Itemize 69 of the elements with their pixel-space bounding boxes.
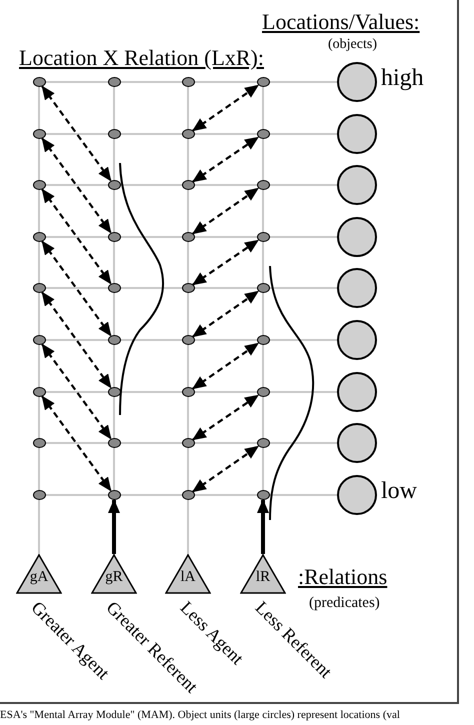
location-unit [182,232,194,242]
relation-triangle [240,554,286,594]
arrow [192,187,259,235]
arrow [41,138,112,234]
location-unit [32,283,46,293]
location-unit [256,335,270,345]
arrow [192,445,259,493]
location-unit [108,387,120,397]
arrow [41,188,112,284]
arrow [41,344,112,440]
location-unit [108,129,120,139]
location-unit [182,77,194,87]
arrow [192,136,259,183]
heading-text: :Relations [298,563,388,590]
arrow [41,292,112,388]
location-unit [32,77,46,87]
heading-text: Locations/Values: [262,8,420,36]
arrow [192,394,259,441]
location-unit [182,129,194,139]
arrow [192,342,259,390]
location-unit [256,387,270,397]
location-unit [32,232,46,242]
triangle-label: lA [180,570,196,585]
arrow [192,239,259,286]
location-unit [32,490,46,500]
value-label: low [381,479,417,503]
caption-text: ESA's "Mental Array Module" (MAM). Object units (large circles) represent locations (val [0,710,400,721]
location-unit [256,129,270,139]
triangle-label: gA [28,570,50,585]
location-unit [108,438,120,448]
location-unit [256,180,270,190]
heading-text: Location X Relation (LxR): [19,44,264,72]
heading-text: (objects) [328,36,377,54]
location-unit [182,387,194,397]
relation-triangle [165,554,211,594]
location-unit [256,77,270,87]
arrow [41,240,112,336]
location-unit [256,490,270,500]
location-unit [108,490,120,500]
location-unit [108,335,120,345]
location-unit [32,129,46,139]
location-unit [32,438,46,448]
arrow [257,499,269,554]
location-unit [256,283,270,293]
relation-triangle [91,554,137,594]
location-unit [108,232,120,242]
location-unit [182,283,194,293]
arrow [192,84,259,132]
location-unit [182,335,194,345]
location-unit [32,387,46,397]
arrow [41,396,112,492]
location-unit [256,438,270,448]
arrow [108,499,120,554]
location-unit [256,232,270,242]
relation-triangle [16,554,62,594]
location-unit [108,180,120,190]
location-unit [182,438,194,448]
location-unit [182,180,194,190]
heading-text: (predicates) [309,594,380,613]
arrow [41,86,112,182]
location-unit [32,180,46,190]
arrow [192,290,259,338]
location-unit [32,335,46,345]
value-label: high [381,66,424,90]
triangle-label: gR [104,570,124,585]
location-unit [108,77,120,87]
triangle-label: lR [254,570,272,585]
location-unit [108,283,120,293]
location-unit [182,490,194,500]
